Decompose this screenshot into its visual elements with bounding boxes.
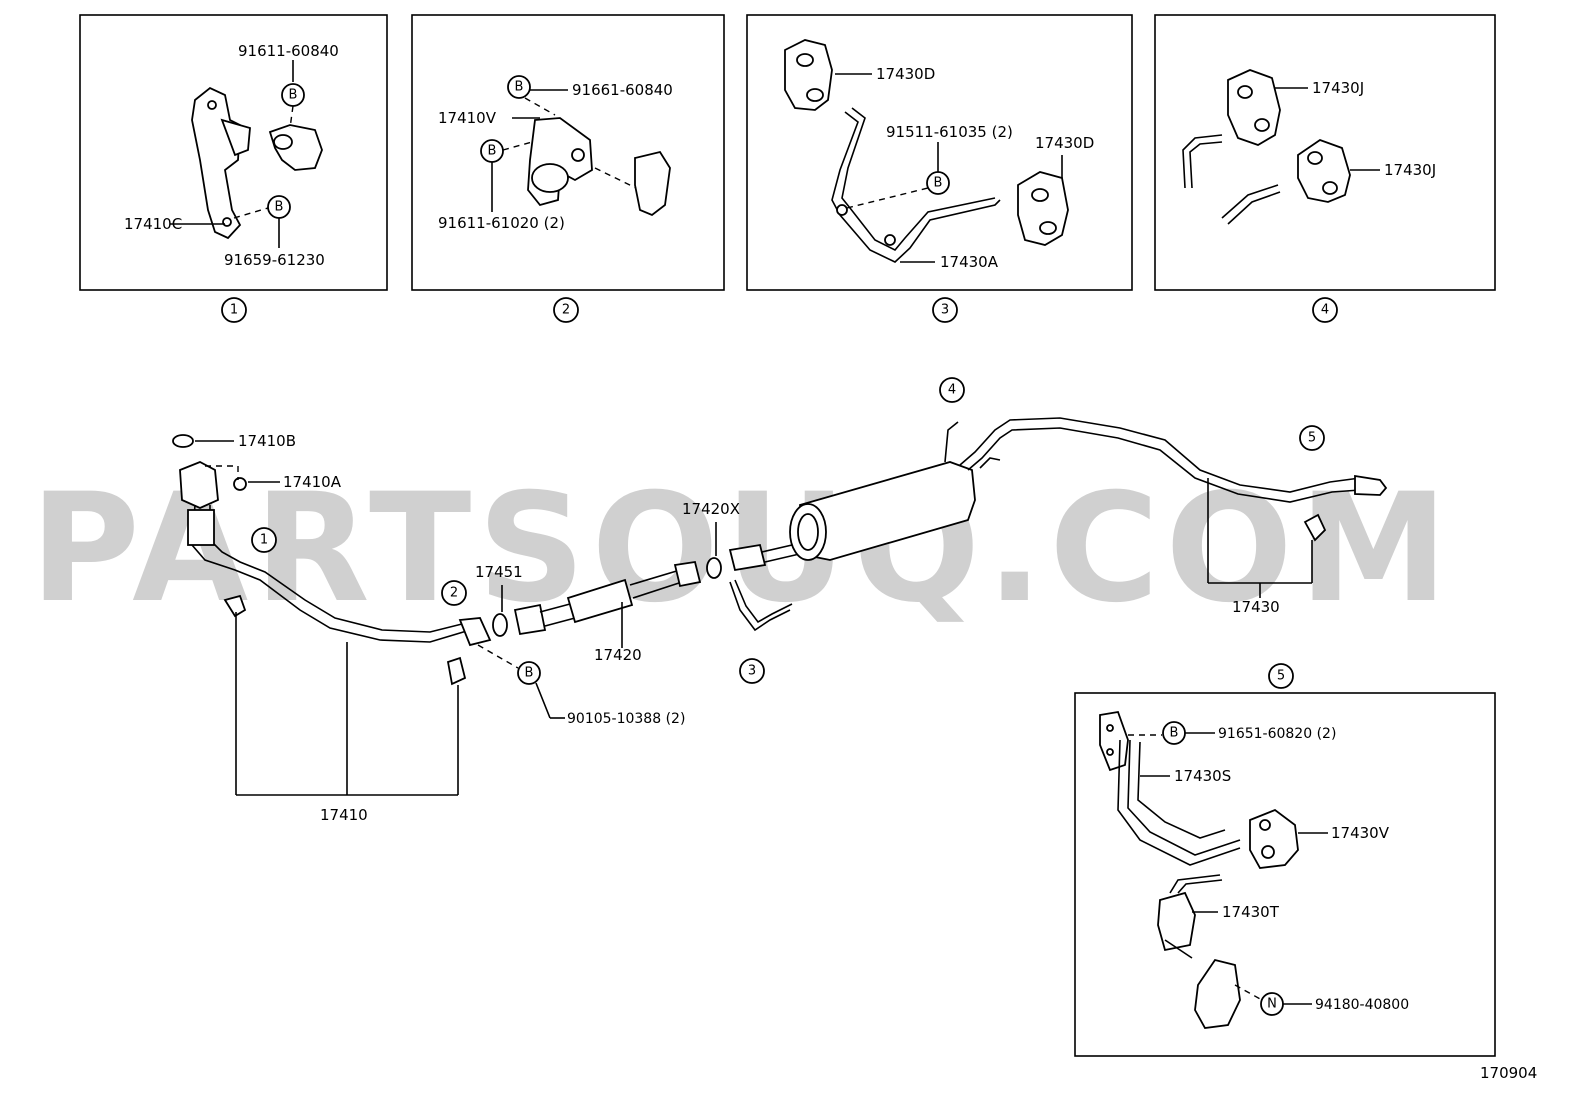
hanger-rubber-shape	[634, 150, 671, 217]
panel-5-frame	[1074, 692, 1496, 1057]
svg-text:B: B	[525, 666, 534, 681]
label-17430j-1: 17430J	[1312, 79, 1364, 97]
label-17420x: 17420X	[682, 500, 740, 518]
svg-text:5: 5	[1308, 431, 1316, 446]
detail-panel-2: B 91661-60840 17410V B 91611-61020 (2)	[411, 14, 725, 291]
svg-text:1: 1	[230, 303, 238, 318]
bolt-callout	[507, 75, 531, 99]
tail-pipe	[959, 417, 1361, 493]
label-17451: 17451	[475, 563, 523, 581]
gasket-17410b	[172, 434, 194, 448]
label-91611-60840: 91611-60840	[238, 42, 339, 60]
gasket-17451	[492, 613, 508, 637]
clamp-piece-right	[446, 656, 467, 686]
label-94180-40800: 94180-40800	[1315, 997, 1409, 1013]
svg-text:B: B	[1170, 726, 1179, 741]
svg-text:B: B	[275, 200, 284, 215]
panel-2-frame	[411, 14, 725, 291]
label-17410b: 17410B	[238, 432, 296, 450]
detail-number-3	[932, 297, 958, 323]
svg-text:4: 4	[948, 383, 956, 398]
label-17410v: 17410V	[438, 109, 497, 127]
hanger-17430t	[1157, 891, 1196, 952]
bracket-17410c-shape	[191, 86, 242, 240]
main-detail-2	[441, 580, 467, 606]
detail-panel-1: B 91611-60840 17410C B 91659-61230	[79, 14, 388, 291]
panel-3-frame	[746, 14, 1133, 291]
label-90105-10388: 90105-10388 (2)	[567, 711, 685, 727]
label-17430s: 17430S	[1174, 767, 1231, 785]
svg-text:B: B	[934, 176, 943, 191]
detail-panel-5: B 91651-60820 (2) 17430S 17430V 17430T N…	[1074, 692, 1496, 1057]
nut-17410a	[233, 477, 247, 491]
rubber-mount-17430j-2	[1297, 138, 1351, 203]
front-pipe-17410	[191, 504, 471, 643]
svg-text:B: B	[289, 88, 298, 103]
label-17430a: 17430A	[940, 253, 999, 271]
label-17420: 17420	[594, 646, 642, 664]
detail-number-4	[1312, 297, 1338, 323]
svg-text:4: 4	[1321, 303, 1329, 318]
svg-text:B: B	[515, 80, 524, 95]
hanger-3	[729, 581, 791, 632]
main-detail-4	[939, 377, 965, 403]
label-91661-60840: 91661-60840	[572, 81, 673, 99]
label-17430t: 17430T	[1222, 903, 1280, 921]
label-17410a: 17410A	[283, 473, 342, 491]
svg-text:2: 2	[450, 586, 458, 601]
svg-text:5: 5	[1277, 669, 1285, 684]
main-exhaust-assembly: 17410B 17410A 17410 1 2 B 90105-10	[172, 377, 1388, 824]
svg-text:3: 3	[941, 303, 949, 318]
label-17430v: 17430V	[1331, 824, 1390, 842]
clamp-bracket-94180	[1194, 958, 1241, 1029]
clamp-piece-left	[223, 594, 247, 618]
svg-text:N: N	[1267, 997, 1277, 1012]
svg-text:B: B	[488, 144, 497, 159]
main-detail-5	[1299, 425, 1325, 451]
svg-text:1: 1	[260, 533, 268, 548]
detail-number-1	[221, 297, 247, 323]
bolt-callout	[517, 661, 541, 685]
label-91659-61230: 91659-61230	[224, 251, 325, 269]
center-pipe-17420	[566, 578, 634, 624]
label-17410: 17410	[320, 806, 368, 824]
clamp-bracket-shape	[527, 117, 593, 207]
detail-panel-4: 17430J 17430J	[1154, 14, 1496, 291]
rubber-mount-17430v	[1249, 808, 1299, 869]
label-17430: 17430	[1232, 598, 1280, 616]
panel-1-frame	[79, 14, 388, 291]
gasket-17420x	[706, 557, 722, 579]
label-17430d-top: 17430D	[876, 65, 935, 83]
label-91511-61035: 91511-61035 (2)	[886, 123, 1013, 141]
detail-number-5	[1268, 663, 1294, 689]
rubber-mount-17430j-1	[1227, 69, 1281, 146]
panel-4-frame	[1154, 14, 1496, 291]
front-flange	[179, 461, 219, 509]
bracket-17430s-plate	[1099, 710, 1129, 772]
hanger-17430a-rod	[831, 111, 1001, 263]
label-17430j-2: 17430J	[1384, 161, 1436, 179]
svg-text:2: 2	[562, 303, 570, 318]
detail-panel-3: 17430D B 91511-61035 (2) 17430D 17430A	[746, 14, 1133, 291]
hanger-rod-17430s	[1117, 739, 1241, 866]
label-17410c: 17410C	[124, 215, 182, 233]
main-detail-3	[739, 658, 765, 684]
bracket-clamp-shape	[220, 118, 251, 157]
svg-text:3: 3	[748, 664, 756, 679]
label-91611-61020: 91611-61020 (2)	[438, 214, 565, 232]
label-17430d-right: 17430D	[1035, 134, 1094, 152]
main-detail-1	[251, 527, 277, 553]
rubber-mount-17430d-right	[1017, 171, 1069, 246]
label-91651-60820: 91651-60820 (2)	[1218, 726, 1336, 742]
detail-number-2	[553, 297, 579, 323]
diagram-id: 170904	[1480, 1064, 1537, 1082]
hanger-clip-17430	[1303, 513, 1327, 542]
